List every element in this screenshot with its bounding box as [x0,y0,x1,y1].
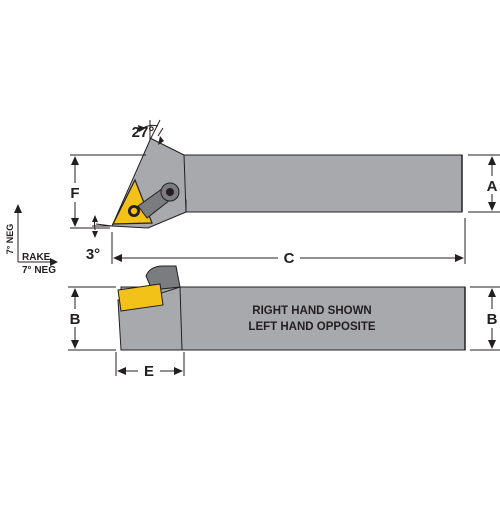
angle-3: 3° [86,215,113,263]
dimension-f: F [70,154,146,229]
note-line-2: LEFT HAND OPPOSITE [248,321,375,333]
side-view [117,265,466,351]
label-3-deg: 3° [86,246,100,263]
rake-horizontal-neg: 7° NEG [22,265,56,276]
side-view-note: RIGHT HAND SHOWN LEFT HAND OPPOSITE [248,305,375,333]
angle-27: 27° [132,119,164,145]
clamp [137,182,180,219]
side-insert [117,283,164,312]
label-27-deg: 27° [132,124,155,141]
side-clamp [145,265,181,291]
rake-indicator: 7° NEG RAKE 7° NEG [5,204,58,276]
label-a: A [487,178,498,195]
rake-vertical-neg: 7° NEG [5,224,15,255]
dimension-e: E [115,352,185,380]
note-line-1: RIGHT HAND SHOWN [252,305,371,317]
dimension-b-left: B [68,286,116,351]
label-c: C [284,250,295,267]
dimension-a: A [468,154,500,213]
insert-hole-inner [130,207,138,215]
cutting-insert [112,178,153,225]
label-b-left: B [70,311,81,328]
rake-label: RAKE [22,252,51,263]
dimension-c: C [111,218,466,267]
clamp-screw-head [166,188,174,196]
top-view [111,137,463,229]
label-f: F [70,185,79,202]
top-view-shank [148,154,463,213]
dimension-b-right: B [470,286,500,351]
label-e: E [144,363,154,380]
label-b-right: B [487,311,498,328]
